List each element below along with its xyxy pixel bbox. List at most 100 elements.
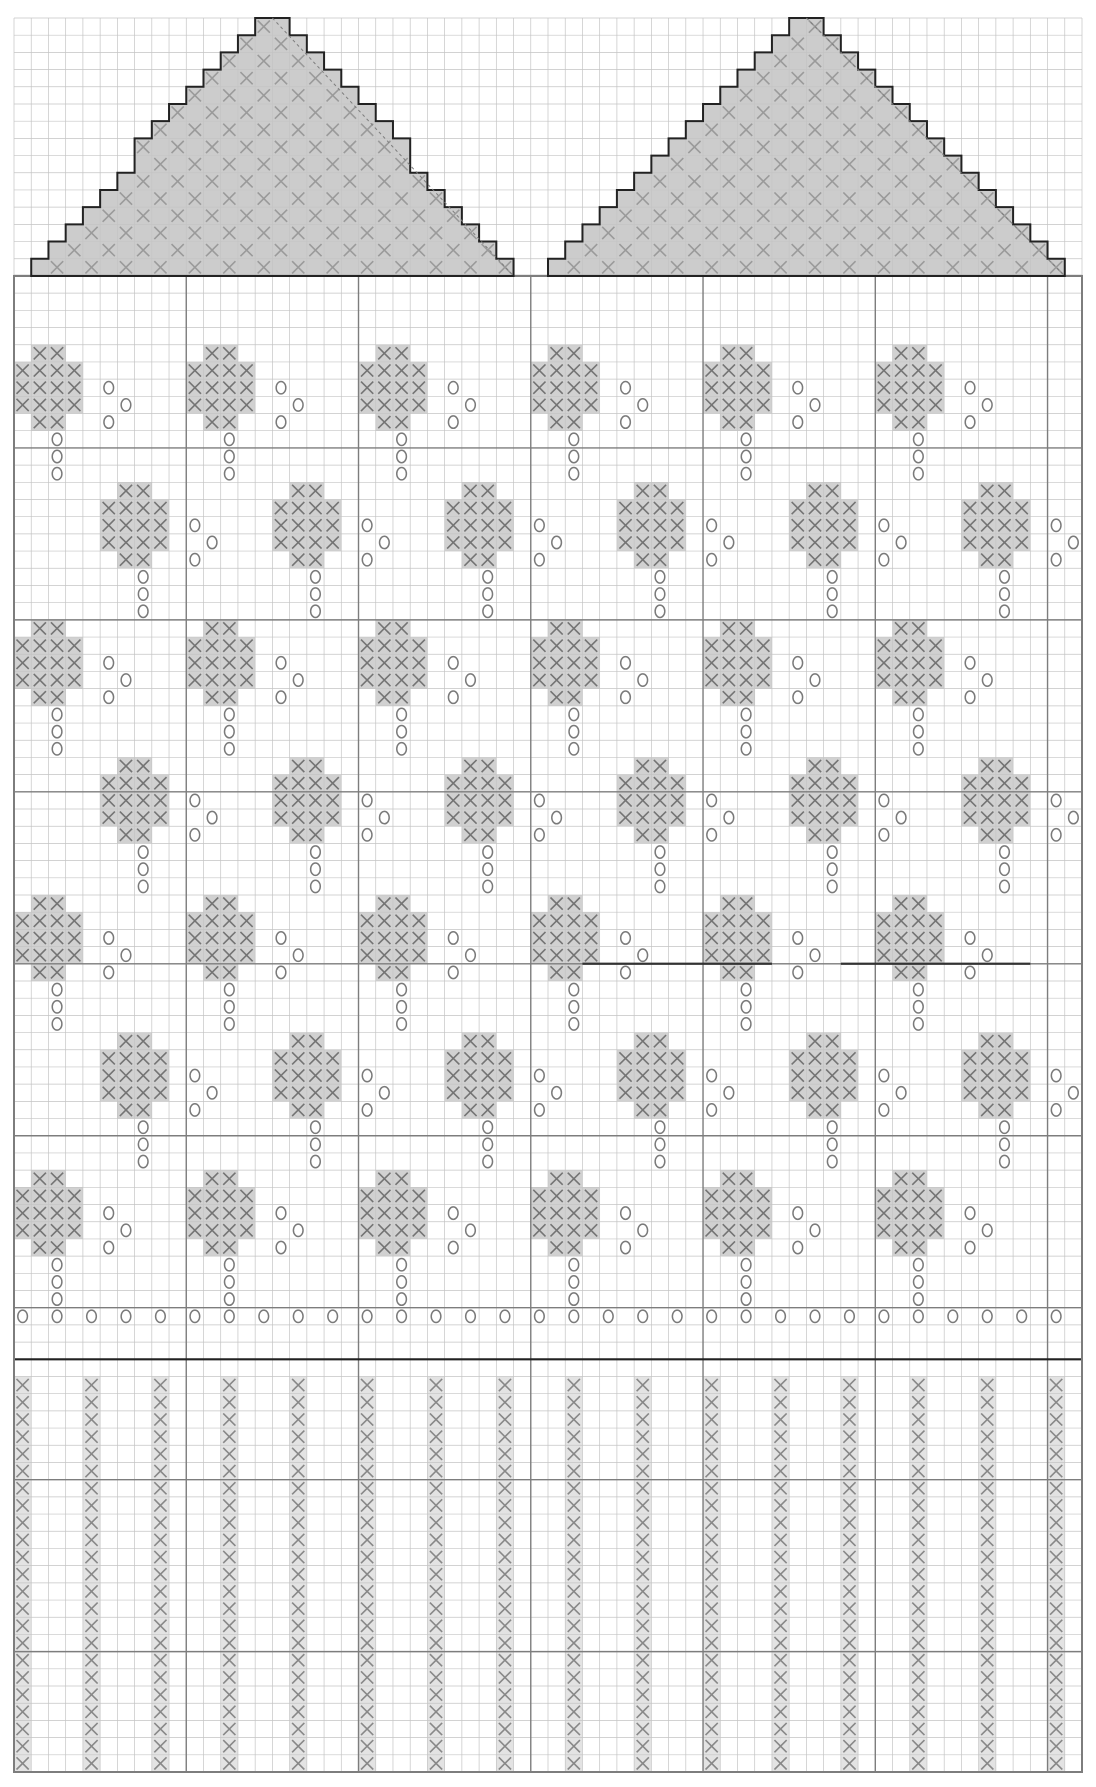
filled-cell [755, 224, 772, 241]
filled-cell [875, 173, 892, 190]
filled-cell [772, 104, 789, 121]
filled-cell [359, 104, 376, 121]
filled-cell [238, 156, 255, 173]
filled-cell [100, 224, 117, 241]
filled-cell [255, 173, 272, 190]
filled-cell [100, 259, 117, 276]
filled-cell [669, 207, 686, 224]
filled-cell [686, 259, 703, 276]
filled-cell [686, 224, 703, 241]
filled-cell [341, 259, 358, 276]
filled-cell [979, 207, 996, 224]
filled-cell [858, 190, 875, 207]
filled-cell [772, 173, 789, 190]
filled-cell [858, 121, 875, 138]
filled-cell [806, 173, 823, 190]
filled-cell [824, 52, 841, 69]
filled-cell [272, 87, 289, 104]
filled-cell [221, 104, 238, 121]
filled-cell [582, 224, 599, 241]
filled-cell [686, 121, 703, 138]
filled-cell [66, 259, 83, 276]
filled-cell [1013, 242, 1030, 259]
filled-cell [290, 35, 307, 52]
filled-cell [238, 87, 255, 104]
filled-cell [703, 173, 720, 190]
filled-cell [238, 52, 255, 69]
filled-cell [376, 259, 393, 276]
filled-cell [393, 207, 410, 224]
filled-cell [48, 242, 65, 259]
filled-cell [221, 242, 238, 259]
filled-cell [238, 190, 255, 207]
filled-cell [910, 207, 927, 224]
filled-cell [376, 121, 393, 138]
filled-cell [772, 242, 789, 259]
filled-cell [755, 52, 772, 69]
filled-cell [186, 207, 203, 224]
filled-cell [272, 224, 289, 241]
filled-cell [203, 190, 220, 207]
filled-cell [152, 207, 169, 224]
filled-cell [669, 173, 686, 190]
filled-cell [737, 104, 754, 121]
filled-cell [824, 87, 841, 104]
filled-cell [272, 259, 289, 276]
filled-cell [634, 242, 651, 259]
filled-cell [1030, 259, 1047, 276]
filled-cell [686, 190, 703, 207]
filled-cell [341, 87, 358, 104]
filled-cell [824, 190, 841, 207]
filled-cell [83, 207, 100, 224]
filled-cell [858, 224, 875, 241]
filled-cell [393, 173, 410, 190]
filled-cell [565, 242, 582, 259]
filled-cell [806, 35, 823, 52]
filled-cell [135, 156, 152, 173]
filled-cell [875, 138, 892, 155]
filled-cell [737, 207, 754, 224]
filled-cell [376, 156, 393, 173]
filled-cell [203, 156, 220, 173]
filled-cell [324, 138, 341, 155]
filled-cell [186, 173, 203, 190]
filled-cell [376, 190, 393, 207]
filled-cell [238, 121, 255, 138]
filled-cell [169, 259, 186, 276]
filled-cell [755, 156, 772, 173]
filled-cell [979, 242, 996, 259]
filled-cell [720, 224, 737, 241]
filled-cell [66, 224, 83, 241]
filled-cell [893, 121, 910, 138]
filled-cell [221, 173, 238, 190]
filled-cell [893, 190, 910, 207]
filled-cell [703, 138, 720, 155]
filled-cell [669, 138, 686, 155]
filled-cell [858, 87, 875, 104]
filled-cell [307, 87, 324, 104]
filled-cell [961, 190, 978, 207]
filled-cell [272, 190, 289, 207]
filled-cell [789, 156, 806, 173]
filled-cell [893, 259, 910, 276]
filled-cell [720, 156, 737, 173]
filled-cell [824, 121, 841, 138]
filled-cell [255, 35, 272, 52]
filled-cell [651, 156, 668, 173]
filled-cell [255, 242, 272, 259]
filled-cell [410, 224, 427, 241]
filled-cell [961, 259, 978, 276]
filled-cell [720, 259, 737, 276]
filled-cell [341, 156, 358, 173]
filled-cell [427, 242, 444, 259]
filled-cell [806, 104, 823, 121]
filled-cell [720, 87, 737, 104]
filled-cell [445, 259, 462, 276]
filled-cell [875, 242, 892, 259]
filled-cell [169, 224, 186, 241]
filled-cell [221, 138, 238, 155]
filled-cell [634, 173, 651, 190]
filled-cell [272, 156, 289, 173]
filled-cell [944, 242, 961, 259]
